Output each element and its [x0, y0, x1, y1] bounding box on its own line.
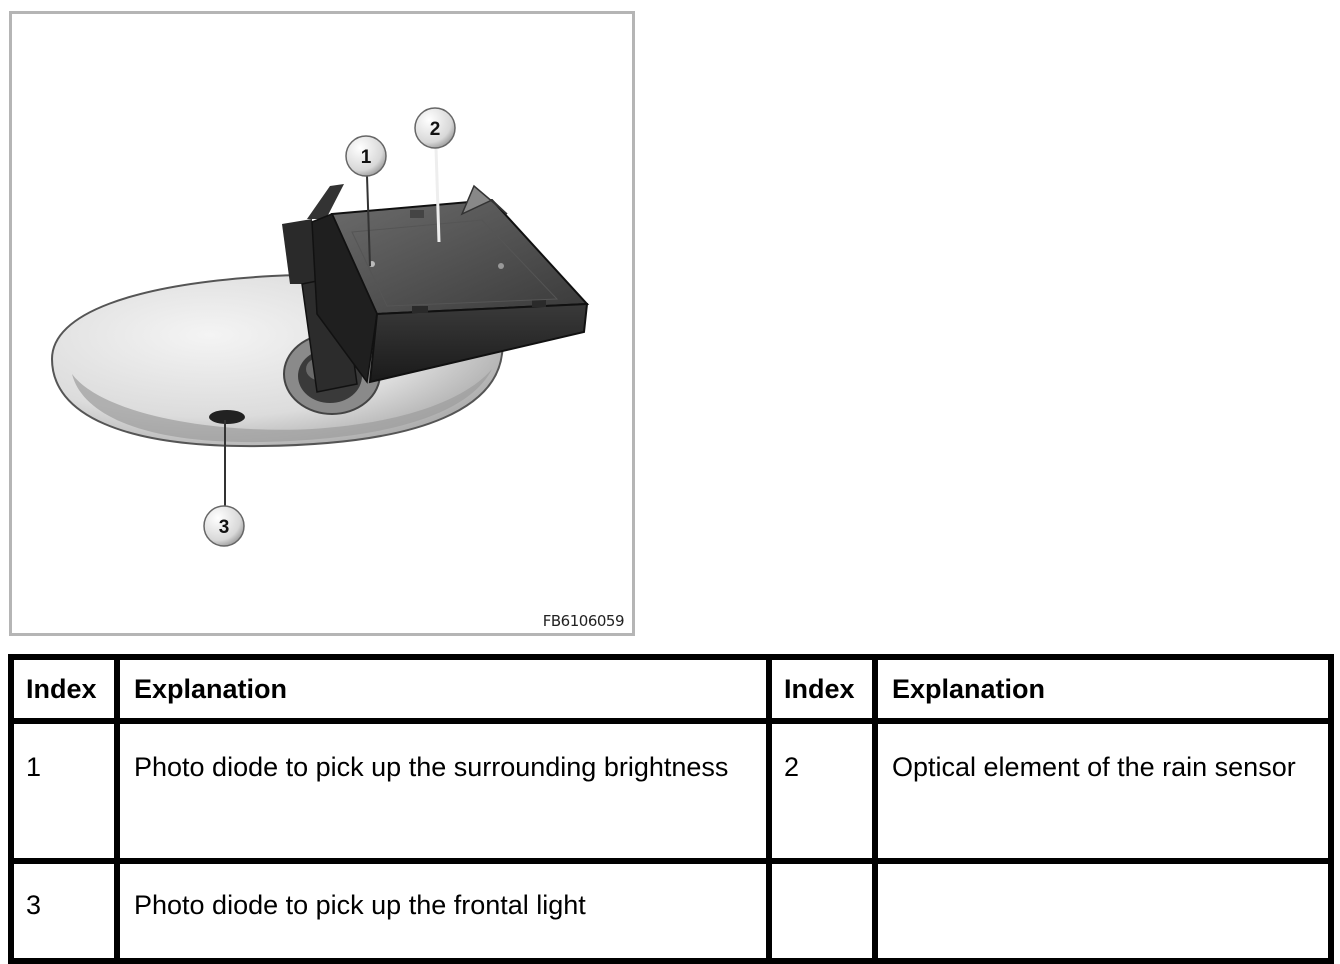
figure-frame: 1 2 3 FB6106059	[9, 11, 635, 636]
callout-3: 3	[203, 505, 245, 547]
table-row: 3 Photo diode to pick up the frontal lig…	[11, 861, 1331, 961]
explanation-cell: Photo diode to pick up the frontal light	[117, 861, 769, 961]
explanation-cell: Photo diode to pick up the surrounding b…	[117, 721, 769, 861]
callout-1-label: 1	[361, 147, 372, 168]
header-index-b: Index	[769, 657, 875, 721]
rain-sensor-box	[311, 184, 590, 384]
index-cell: 1	[11, 721, 117, 861]
figure-code: FB6106059	[542, 612, 625, 630]
header-explanation-b: Explanation	[875, 657, 1331, 721]
callout-2-label: 2	[430, 119, 441, 140]
callout-3-label: 3	[219, 517, 230, 538]
callout-2: 2	[414, 107, 456, 149]
legend-table: Index Explanation Index Explanation 1 Ph…	[8, 654, 1334, 964]
index-cell	[769, 861, 875, 961]
header-index-a: Index	[11, 657, 117, 721]
explanation-cell	[875, 861, 1331, 961]
index-cell: 2	[769, 721, 875, 861]
rain-light-sensor-illustration: 1 2 3	[50, 107, 590, 547]
callout-1: 1	[345, 135, 387, 177]
index-cell: 3	[11, 861, 117, 961]
explanation-cell: Optical element of the rain sensor	[875, 721, 1331, 861]
leader-line-1	[366, 175, 371, 267]
leader-line-2	[434, 147, 441, 243]
table-row: 1 Photo diode to pick up the surrounding…	[11, 721, 1331, 861]
table-header-row: Index Explanation Index Explanation	[11, 657, 1331, 721]
header-explanation-a: Explanation	[117, 657, 769, 721]
